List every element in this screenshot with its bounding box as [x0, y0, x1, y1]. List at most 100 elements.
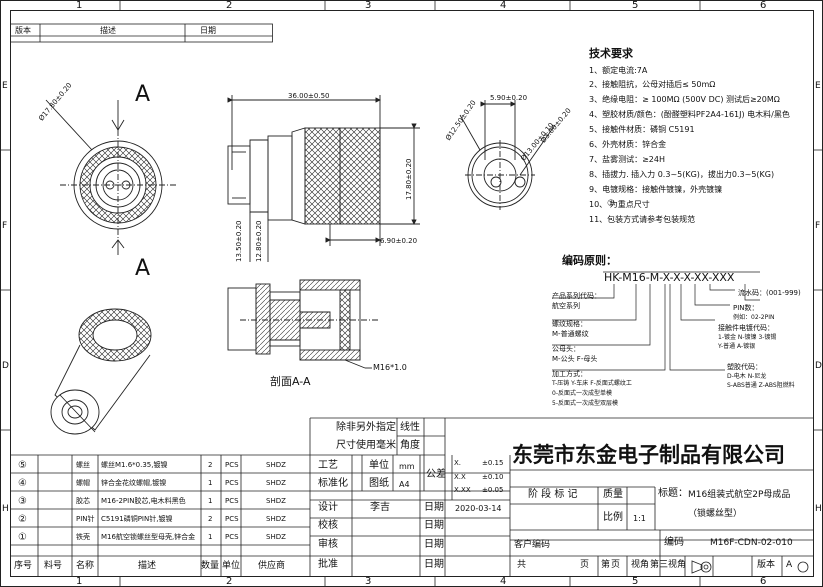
iso-view — [50, 308, 152, 435]
date-value-1: 2020-03-14 — [455, 504, 502, 513]
bom-row-unit: PCS — [225, 479, 239, 487]
tech-title: 技术要求 — [589, 47, 633, 60]
bom-row-unit: PCS — [225, 515, 239, 523]
rev-col-desc: 描述 — [100, 26, 116, 35]
row-label-fr: F — [815, 221, 821, 231]
tech-item-11: 11、包装方式请参考包装规范 — [589, 215, 696, 224]
label-page-2: 页 — [611, 560, 621, 570]
coding-label-pin-val: 例如：02-2PIN — [733, 314, 775, 321]
third-angle-symbol — [691, 560, 809, 574]
dim-d3: 5.90±0.20 — [490, 94, 528, 102]
title-line-1: M16组装式航空2P母成品 — [688, 490, 791, 500]
coding-label-plastic: 塑胶代码： — [727, 363, 762, 371]
coding-label-plastic-val1: D-电木 N-尼龙 — [727, 373, 767, 380]
bom-row-desc: M16航空锁螺丝型母壳,锌合金 — [101, 533, 196, 541]
coding-code: HK-M16-M-X-X-X-XX-XXX — [604, 271, 735, 284]
label-code: 编码 — [664, 537, 684, 548]
coding-title: 编码原则： — [562, 254, 617, 267]
rear-view — [459, 100, 556, 210]
col-label-1b: 1 — [76, 576, 83, 587]
note-line-1: 除非另外指定 — [336, 422, 396, 433]
col-label-3b: 3 — [365, 576, 372, 587]
tol-key-1: X. — [454, 459, 462, 467]
coding-label-process-val3: 5-反面式一次成型双层模 — [552, 400, 618, 407]
coding-label-process: 加工方式： — [552, 370, 587, 378]
label-stage: 阶 段 标 记 — [528, 489, 578, 500]
dim-d4: 17.80±0.20 — [405, 158, 413, 201]
col-label-4: 4 — [500, 0, 507, 11]
bom-row-desc: 螺丝M1.6*0.35,镀镍 — [101, 461, 168, 469]
bom-header-supplier: 供应商 — [258, 561, 286, 571]
bom-row-qty: 2 — [208, 515, 213, 523]
label-mass: 质量 — [603, 489, 623, 500]
tech-item-5: 5、接触件材质：磷铜 C5191 — [589, 125, 695, 134]
col-label-5b: 5 — [632, 576, 639, 587]
col-label-5: 5 — [632, 0, 639, 11]
label-date-4: 日期 — [424, 559, 444, 570]
bom-header-name: 名称 — [76, 561, 95, 571]
label-design: 设计 — [318, 502, 338, 513]
col-label-1: 1 — [76, 0, 83, 11]
coding-label-plating-val1: 1-镀金 N-镀镍 3-镀锡 — [718, 334, 777, 341]
tech-item-6: 6、外壳材质：锌合金 — [589, 140, 667, 149]
col-label-3: 3 — [365, 0, 372, 11]
tech-item-9: 9、电镀规格：接触件镀镍，外壳镀镍 — [589, 185, 723, 194]
row-label-dr: D — [815, 361, 822, 371]
label-unit: 单位 — [369, 460, 389, 471]
bom-header-desc: 描述 — [138, 561, 157, 571]
dim-d6: 13.50±0.20 — [235, 220, 243, 263]
label-linear: 线性 — [400, 422, 420, 433]
bom-row-name: 螺帽 — [76, 479, 90, 487]
tech-item-2: 2、接触阻抗，公母对插后≤ 50mΩ — [589, 80, 716, 89]
label-total: 共 — [517, 560, 527, 570]
bom-row-supplier: SHDZ — [266, 497, 286, 505]
dim-d2: 36.00±0.50 — [288, 92, 330, 100]
label-standard: 标准化 — [318, 478, 348, 489]
bom-row-qty: 1 — [208, 497, 213, 505]
col-label-4b: 4 — [500, 576, 507, 587]
col-label-6b: 6 — [760, 576, 767, 587]
label-no: 第 — [601, 560, 611, 570]
tol-key-2: X.X — [454, 473, 466, 481]
tol-val-1: ±0.15 — [482, 459, 504, 467]
note-line-2: 尺寸使用毫米 — [336, 440, 396, 451]
bom-row-supplier: SHDZ — [266, 461, 286, 469]
tech-item-10: 10、 为重点尺寸 — [589, 200, 650, 209]
bom-row-name: 铁壳 — [76, 533, 90, 541]
section-mark-a-bottom: A — [135, 256, 151, 281]
dim-d5: 6.90±0.20 — [380, 237, 418, 245]
bom-header-no: 序号 — [14, 561, 33, 571]
bom-row-name: PIN针 — [76, 515, 95, 523]
version-value: A — [786, 560, 793, 570]
bom-row-unit: PCS — [225, 497, 239, 505]
section-view — [227, 279, 380, 369]
bom-row-name: 胶芯 — [76, 497, 90, 505]
bom-row-unit: PCS — [225, 533, 239, 541]
row-label-f: F — [2, 221, 8, 231]
bom-row-no: ① — [18, 532, 27, 543]
coding-label-process-val2: 0-反面式一次成型单模 — [552, 390, 612, 397]
label-title: 标题： — [658, 488, 688, 499]
bom-row-unit: PCS — [225, 461, 239, 469]
label-third-angle: 第三视角 — [650, 560, 687, 570]
coding-label-series: 产品系列代码： — [552, 292, 601, 300]
designer-name: 李吉 — [370, 502, 390, 513]
label-view: 视角 — [631, 560, 650, 570]
coding-label-thread-val: M-普通螺纹 — [552, 330, 589, 338]
label-scale: 比例 — [603, 512, 623, 523]
coding-label-plating-val2: Y-普通 A-镀银 — [718, 343, 756, 350]
label-angle: 角度 — [400, 440, 420, 451]
row-label-h: H — [2, 504, 9, 514]
label-check: 校核 — [318, 520, 338, 531]
bom-row-no: ③ — [18, 496, 27, 507]
label-process: 工艺 — [318, 460, 338, 471]
label-customer-code: 客户编码 — [514, 540, 551, 550]
tech-item-4: 4、塑胶材质/颜色：(酚醛塑料PF2A4-161J) 电木料/黑色 — [589, 110, 790, 119]
rev-col-date: 日期 — [200, 26, 216, 35]
bom-row-name: 螺丝 — [76, 461, 90, 469]
bom-row-no: ④ — [18, 478, 27, 489]
thread-callout: M16*1.0 — [373, 363, 407, 372]
coding-label-series-val: 航空系列 — [552, 302, 580, 310]
